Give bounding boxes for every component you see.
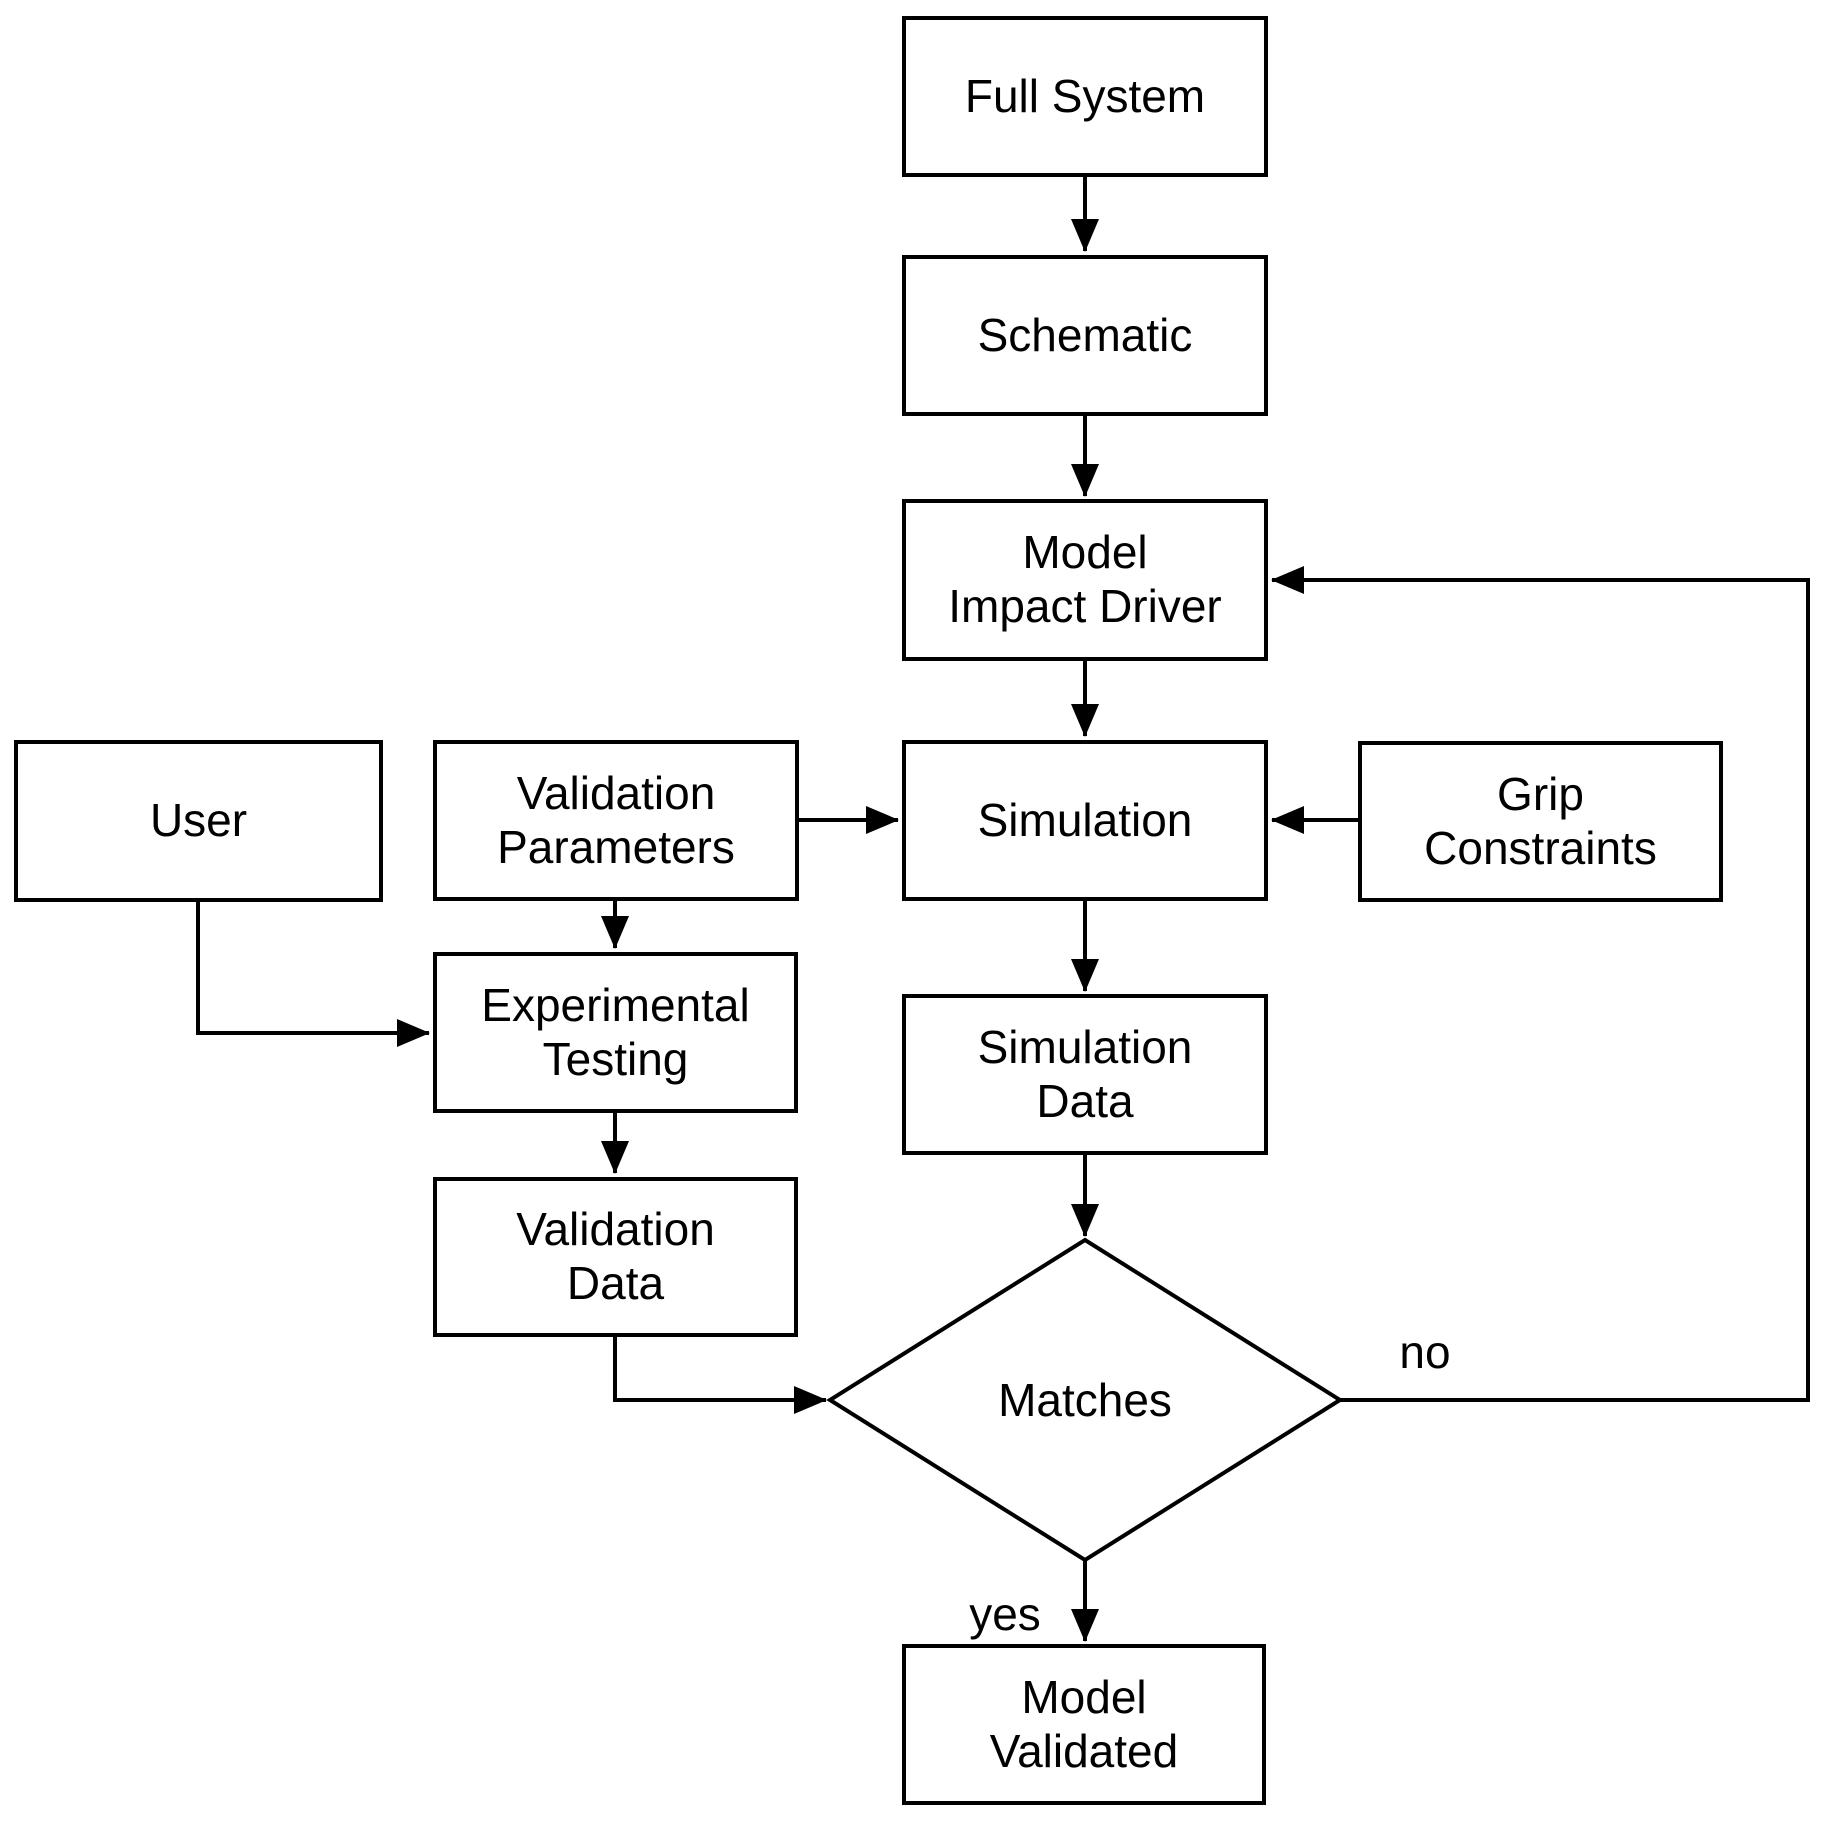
node-grip-constraints: Grip Constraints (1358, 741, 1723, 902)
node-validation-data: Validation Data (433, 1177, 798, 1337)
edge-matches-to-model-impact-driver-no (1271, 566, 1810, 1402)
matches-label: Matches (998, 1373, 1172, 1426)
node-schematic: Schematic (902, 255, 1268, 416)
node-simulation-data: Simulation Data (902, 994, 1268, 1155)
node-simulation: Simulation (902, 740, 1268, 901)
matches-decision-diamond (826, 1237, 1344, 1563)
edge-label-yes: yes (969, 1587, 1041, 1640)
edge-validation-data-to-matches (613, 1337, 827, 1414)
node-experimental-testing: Experimental Testing (433, 952, 798, 1113)
edge-label-no: no (1399, 1325, 1451, 1378)
edge-user-to-experimental-testing (196, 902, 430, 1047)
node-validation-parameters: Validation Parameters (433, 740, 799, 901)
node-model-impact-driver: Model Impact Driver (902, 499, 1268, 661)
node-full-system: Full System (902, 16, 1268, 177)
node-user: User (14, 740, 383, 902)
node-model-validated: Model Validated (902, 1644, 1266, 1805)
